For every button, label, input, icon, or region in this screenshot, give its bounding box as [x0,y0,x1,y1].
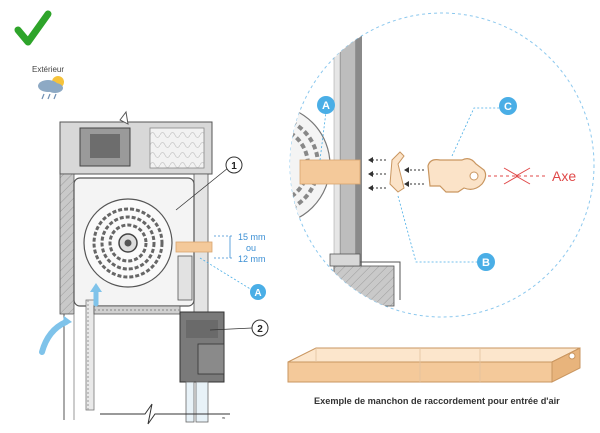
callout-a-left: A [199,257,266,300]
rain-cloud-icon [38,76,64,100]
connection-sleeve-product [287,347,581,383]
caption: Exemple de manchon de raccordement pour … [314,396,560,406]
callout-2-label: 2 [257,324,263,335]
callout-c: C [451,97,517,157]
callout-2: 2 [209,319,269,337]
callout-b: B [397,195,495,271]
part-c-connector [427,158,487,193]
svg-text:≈: ≈ [222,416,226,422]
callout-c-label: C [504,101,512,113]
dimension-line1: 15 mm [238,232,266,242]
roller-shutter-cross-section: ≈ [39,110,230,425]
callout-a-zoom-label: A [322,100,330,112]
dimension-line2: ou [246,243,256,253]
assembly-arrows [372,159,424,189]
callout-a-left-label: A [254,288,261,299]
exterior-label: Extérieur [32,65,64,74]
dimension-annotation: 15 mm ou 12 mm [214,232,266,264]
part-b-clip [389,151,405,193]
callout-a-zoom: A [317,96,335,161]
axis-indicator: Axe [488,167,576,185]
detail-zoom: Axe A B C [289,12,595,318]
dimension-line3: 12 mm [238,254,266,264]
callout-1-label: 1 [231,161,237,172]
axe-label: Axe [552,168,576,184]
callout-b-label: B [482,257,490,269]
check-mark-icon [14,10,52,46]
callout-1: 1 [175,156,243,211]
